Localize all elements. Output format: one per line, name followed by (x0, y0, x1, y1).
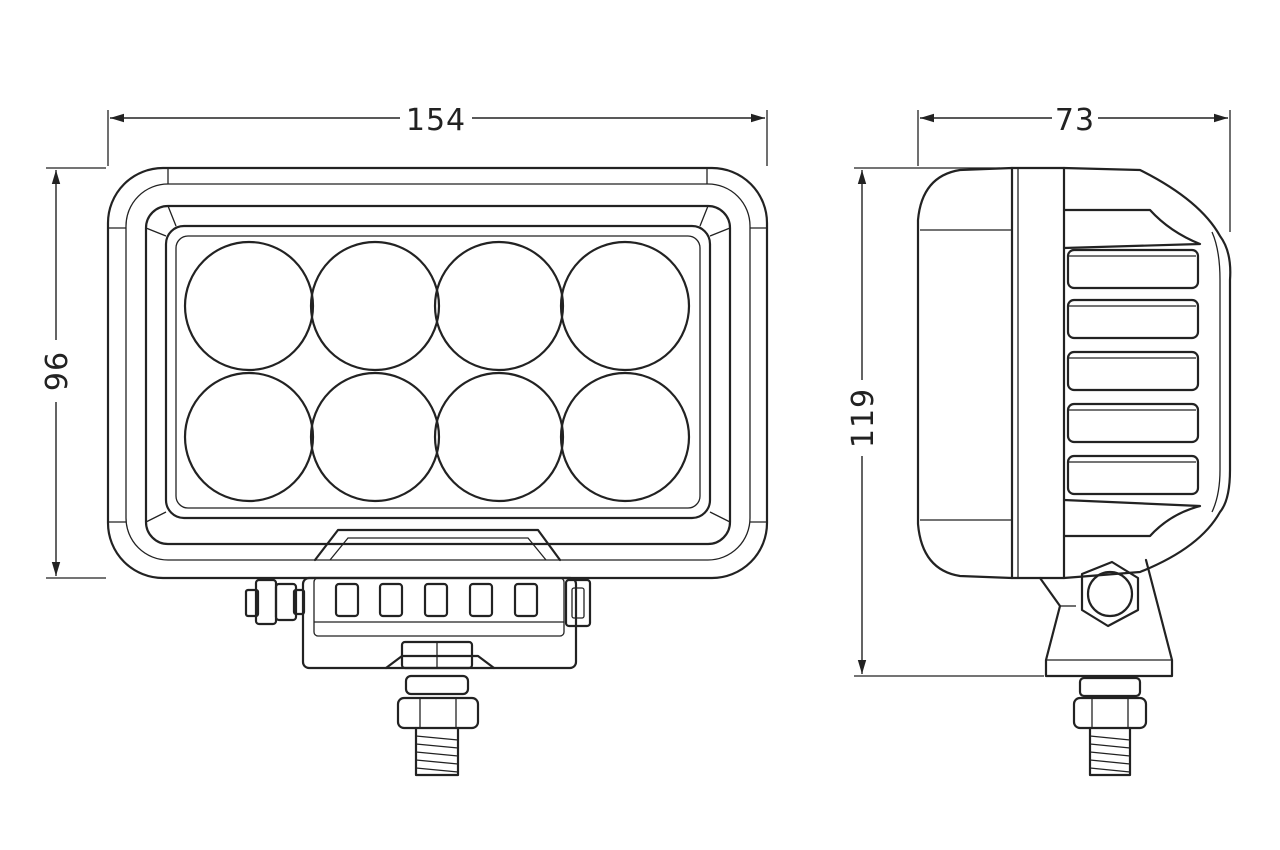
side-lens-cap (916, 166, 1014, 580)
dimension-label-side-height: 119 (846, 388, 881, 448)
side-fins (1066, 248, 1200, 496)
dimension-front-width: 154 (107, 103, 768, 166)
led-lens (183, 371, 315, 503)
side-pivot-bolt (1086, 570, 1134, 618)
dimension-label-side-depth: 73 (1055, 103, 1095, 138)
side-view: 73 119 (846, 103, 1232, 777)
front-mount-bracket (244, 576, 592, 670)
led-lens (559, 371, 691, 503)
front-housing-bevel (125, 183, 751, 561)
led-lens (559, 240, 691, 372)
led-lens (183, 240, 315, 372)
dimension-front-height: 96 (40, 167, 106, 579)
side-body (1010, 166, 1066, 580)
front-mount-bolt (396, 640, 480, 777)
dimension-label-front-width: 154 (406, 103, 466, 138)
side-mount-bolt (1072, 676, 1148, 777)
side-pivot-nut (1080, 560, 1140, 628)
led-lens (433, 240, 565, 372)
led-array (183, 240, 691, 503)
side-mount-bracket (1038, 558, 1174, 678)
dimension-side-depth: 73 (917, 103, 1231, 232)
front-bottom-tab (313, 528, 562, 562)
front-lens (175, 235, 701, 509)
front-view: 154 96 (40, 103, 769, 777)
front-housing-outer (106, 166, 769, 580)
led-lens (309, 240, 441, 372)
front-lens-frame (164, 224, 712, 520)
front-bezel (144, 204, 732, 546)
led-lens (433, 371, 565, 503)
dimension-side-height: 119 (846, 167, 1044, 677)
dimension-label-front-height: 96 (40, 351, 75, 391)
led-lens (309, 371, 441, 503)
side-heatsink (1062, 166, 1232, 580)
